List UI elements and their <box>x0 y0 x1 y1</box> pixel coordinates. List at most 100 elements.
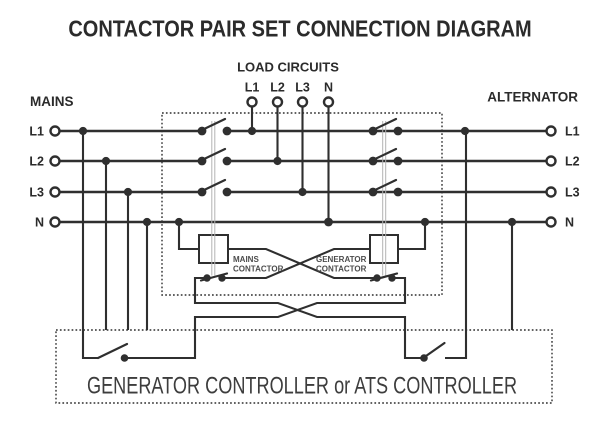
junction-dots <box>78 126 517 227</box>
controller-label: GENERATOR CONTROLLER or ATS CONTROLLER <box>87 371 517 399</box>
mains-contact-dot <box>197 156 207 166</box>
mains-contactor-label-line2: CONTACTOR <box>233 265 284 274</box>
alternator-line-label-l1: L1 <box>565 125 580 139</box>
mains-contactor-coil <box>198 234 229 264</box>
generator-contactor-label-line2: CONTACTOR <box>316 265 367 274</box>
load-terminal-l2 <box>271 96 284 108</box>
controller-border <box>55 329 553 404</box>
alternator-terminal-l3 <box>545 186 557 198</box>
junction-dot <box>142 217 152 227</box>
mains-line-label-l2: L2 <box>29 155 44 169</box>
mains-contact-blades <box>200 117 227 193</box>
generator-coil-to-mains-aux <box>222 247 370 280</box>
generator-aux-contact <box>369 272 399 282</box>
junction-dot <box>420 217 430 227</box>
mains-contact-dot <box>197 126 207 136</box>
controller-left-switch-dot <box>120 354 129 362</box>
coil-neutral-wires <box>177 222 427 251</box>
mains-aux-contact <box>199 272 229 282</box>
sense-stub-wires <box>104 161 514 330</box>
junction-dot <box>298 187 307 197</box>
junction-dot <box>460 126 470 136</box>
mains-contactor-label-line1: MAINS <box>233 255 259 264</box>
contactor-pair-set-border <box>161 112 443 296</box>
controller-right-switch-dot <box>420 354 428 362</box>
generator-aux-dot <box>388 274 396 282</box>
mains-contactor-contacts <box>197 117 232 197</box>
mains-contactor-linkage <box>211 121 216 276</box>
controller-sense-wires <box>81 131 514 360</box>
generator-linkage-lines <box>382 121 387 276</box>
mains-contact-dot <box>222 187 232 197</box>
alternator-terminal-l2 <box>545 155 557 167</box>
load-terminal-l3 <box>296 96 309 108</box>
junction-dot <box>324 217 333 227</box>
generator-contactor-coil <box>369 234 399 264</box>
generator-contact-dot <box>393 187 403 197</box>
load-circuit-wires <box>250 107 330 222</box>
mains-terminal-l2 <box>49 155 61 167</box>
mains-contact-dot <box>222 156 232 166</box>
mains-aux-dot <box>218 274 226 282</box>
mains-coil-neutral-wire <box>177 222 199 251</box>
mains-contact-dot <box>222 126 232 136</box>
controller-left-switch <box>96 342 129 362</box>
junction-dot <box>78 126 88 136</box>
contactor-pair-set-box <box>161 112 443 296</box>
generator-contact-dot <box>393 126 403 136</box>
mains-l1-feed-wire <box>81 131 98 360</box>
alternator-heading: ALTERNATOR <box>487 90 578 105</box>
interlock-cross-wiring <box>222 247 377 280</box>
load-terminal-label-l1: L1 <box>245 81 260 95</box>
alternator-line-label-l2: L2 <box>565 155 580 169</box>
alternator-terminal-n <box>545 216 557 228</box>
generator-contact-dot <box>368 187 378 197</box>
load-terminals <box>246 96 335 108</box>
generator-contactor-label-line1: GENERATOR <box>316 255 367 264</box>
mains-terminal-l3 <box>49 186 61 198</box>
controller-left-switch-blade <box>96 342 129 360</box>
mains-line-label-l1: L1 <box>29 125 44 139</box>
junction-dot <box>174 217 184 227</box>
controller-cross-wiring <box>126 276 421 360</box>
generator-contact-dot <box>368 126 378 136</box>
mains-terminals <box>49 125 61 228</box>
load-terminal-label-l2: L2 <box>270 81 285 95</box>
generator-contact-blades <box>371 117 398 193</box>
junction-dot <box>507 217 517 227</box>
load-terminal-label-l3: L3 <box>295 81 310 95</box>
controller-box <box>55 329 553 404</box>
load-terminal-label-n: N <box>324 81 333 95</box>
load-terminal-l1 <box>246 96 258 108</box>
mains-contact-dot <box>197 187 207 197</box>
mains-terminal-l1 <box>49 125 61 137</box>
alternator-line-label-n: N <box>565 216 574 230</box>
generator-contact-dot <box>393 156 403 166</box>
mains-heading: MAINS <box>30 94 74 109</box>
left-switch-to-generator-aux <box>126 276 407 360</box>
alternator-line-label-l3: L3 <box>565 186 580 200</box>
alternator-terminals <box>545 125 557 228</box>
mains-aux-dot <box>203 274 211 282</box>
alternator-l1-feed-wire <box>445 131 468 360</box>
generator-contact-dot <box>368 156 378 166</box>
controller-right-switch-blade <box>424 341 446 358</box>
mains-line-label-n: N <box>35 216 44 230</box>
junction-dot <box>101 156 111 166</box>
load-drop-wires <box>250 107 330 222</box>
mains-line-label-l3: L3 <box>29 186 44 200</box>
page-title: CONTACTOR PAIR SET CONNECTION DIAGRAM <box>68 15 531 42</box>
mains-terminal-n <box>49 216 61 228</box>
controller-right-switch <box>420 341 446 362</box>
generator-contactor-linkage <box>382 121 387 276</box>
generator-coil-neutral-wire <box>398 222 427 251</box>
mains-linkage-lines <box>211 121 216 276</box>
junction-dot <box>123 187 133 197</box>
generator-contactor-contacts <box>368 117 403 197</box>
load-terminal-n <box>322 96 335 108</box>
junction-dot <box>273 156 282 166</box>
junction-dot <box>247 126 257 136</box>
generator-aux-dot <box>373 274 381 282</box>
